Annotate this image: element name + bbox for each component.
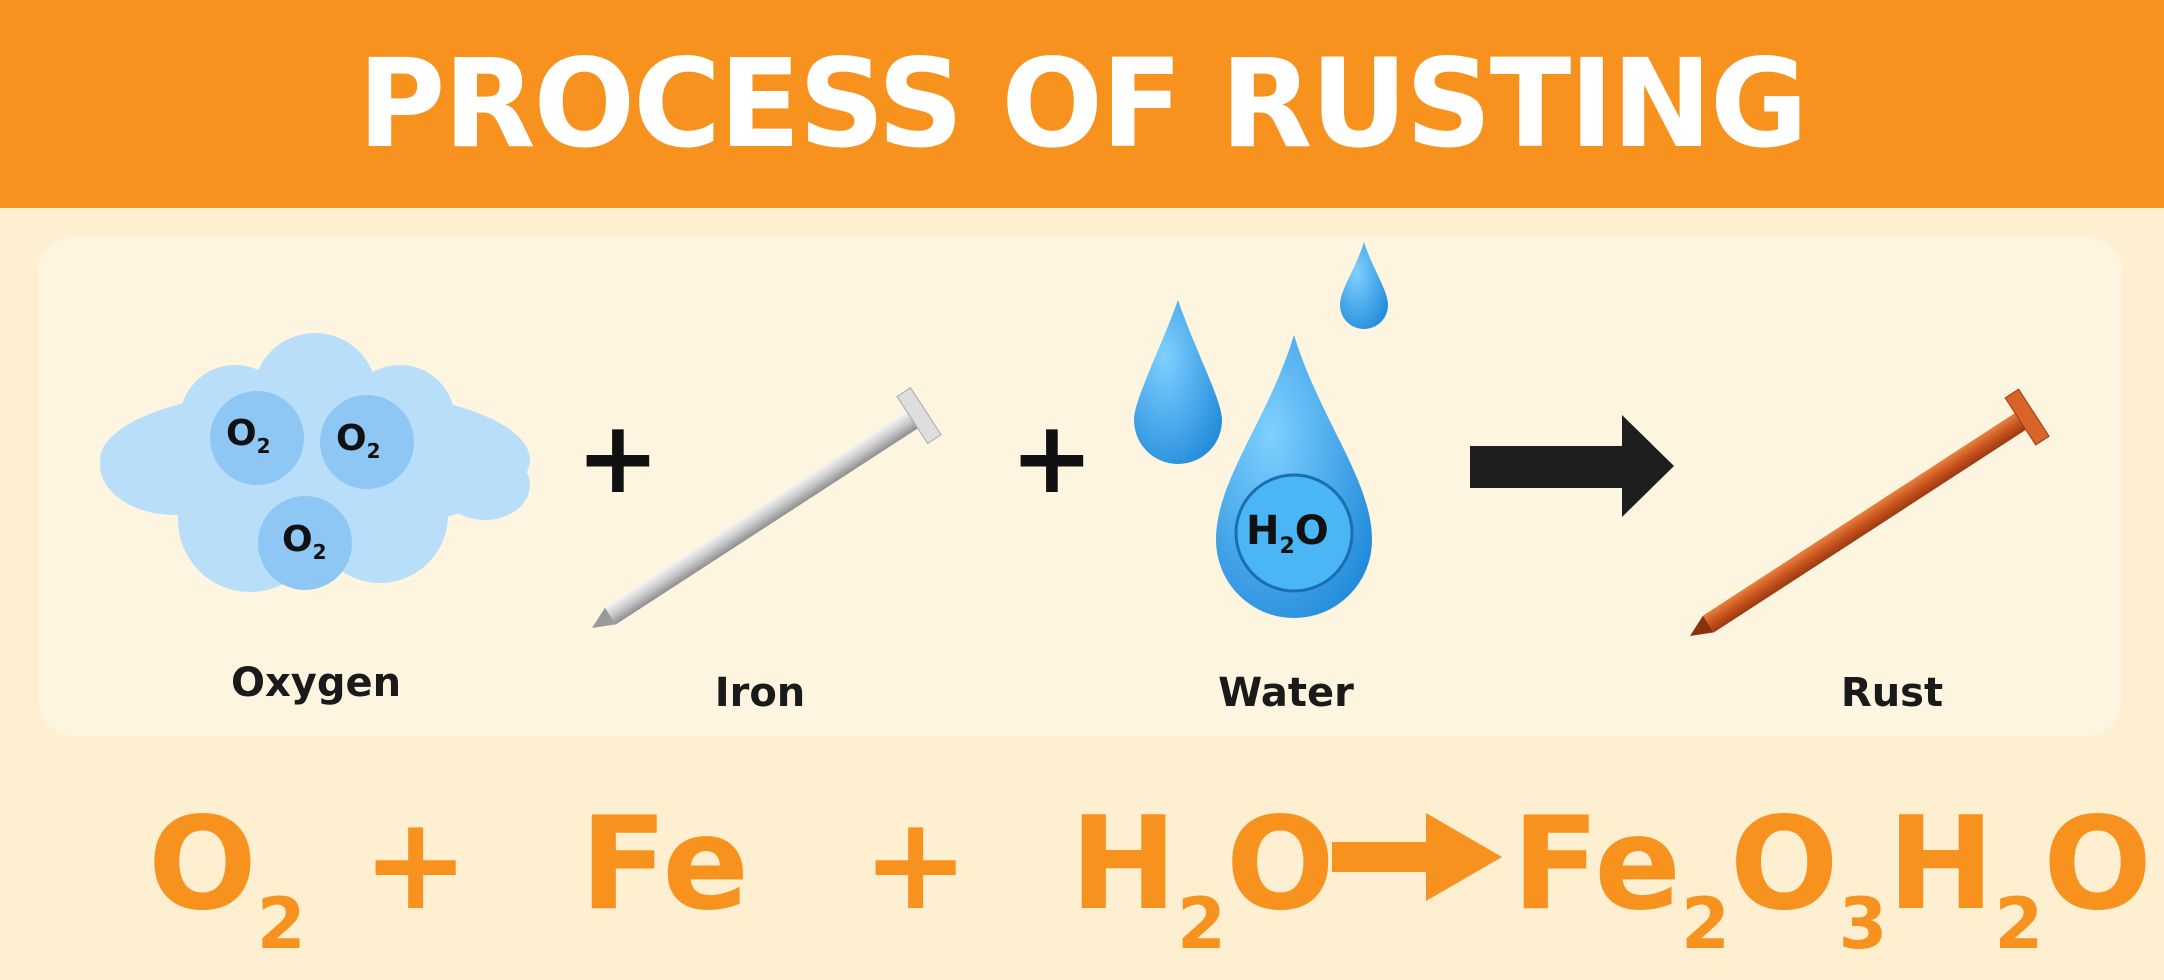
arrow-right-icon	[1470, 415, 1674, 517]
o2-molecule-label: O2	[226, 413, 271, 459]
chemical-equation: O2 + Fe + H2O Fe2O3H2O	[0, 790, 2164, 980]
title-banner: PROCESS OF RUSTING	[0, 0, 2164, 208]
nail-icon	[592, 387, 942, 628]
equation-product: Fe2O3H2O	[1512, 790, 2152, 965]
equation-arrow-icon	[1332, 813, 1502, 901]
rust-label: Rust	[1840, 670, 1944, 716]
o2-molecule-label: O2	[282, 519, 327, 565]
equation-plus: +	[362, 790, 470, 939]
cloud-icon	[100, 333, 530, 592]
equation-o2: O2	[148, 790, 306, 965]
equation-fe: Fe	[580, 790, 750, 939]
water-label: Water	[1218, 670, 1354, 716]
water-drop-icon	[1134, 242, 1388, 618]
equation-plus: +	[862, 790, 970, 939]
rusty-nail-icon	[1690, 388, 2050, 636]
oxygen-label: Oxygen	[230, 660, 402, 706]
o2-molecule-label: O2	[336, 418, 381, 464]
h2o-molecule-label: H2O	[1246, 508, 1329, 559]
plus-sign: +	[1010, 399, 1094, 516]
equation-h2o: H2O	[1070, 790, 1335, 965]
page-title: PROCESS OF RUSTING	[357, 33, 1808, 175]
plus-sign: +	[576, 399, 660, 516]
iron-label: Iron	[714, 670, 806, 716]
